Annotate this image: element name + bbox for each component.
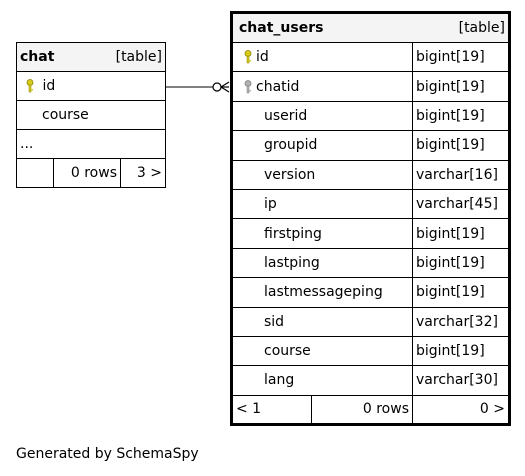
chat-users-column-groupid[interactable]: groupid <box>264 137 318 154</box>
table-row[interactable]: lastping bigint[19] <box>231 247 510 279</box>
chat-users-column-type: bigint[19] <box>412 247 510 279</box>
chat-users-column-ip[interactable]: ip <box>264 196 277 213</box>
table-row[interactable]: course bigint[19] <box>231 335 510 367</box>
chat-table-footer: 0 rows 3 > <box>16 158 166 188</box>
chat-users-column-type: bigint[19] <box>412 277 510 308</box>
table-row[interactable]: id bigint[19] <box>231 41 510 73</box>
chat-users-column-type: bigint[19] <box>412 71 510 102</box>
chat-users-column-type: varchar[45] <box>412 188 510 220</box>
chat-users-table-kind: [table] <box>458 20 505 36</box>
table-row[interactable]: chatid bigint[19] <box>231 71 510 102</box>
table-row[interactable]: id <box>16 71 166 101</box>
chat-users-column-chatid[interactable]: chatid <box>256 78 300 95</box>
chat-users-column-id[interactable]: id <box>256 49 269 66</box>
chat-table-kind: [table] <box>115 49 162 65</box>
chat-users-column-type: varchar[32] <box>412 306 510 337</box>
table-row[interactable]: ip varchar[45] <box>231 188 510 220</box>
chat-users-column-userid[interactable]: userid <box>264 107 308 124</box>
relationship-crow-foot-bottom <box>220 86 230 93</box>
schemaspy-credit: Generated by SchemaSpy <box>16 446 199 462</box>
chat-table-name[interactable]: chat <box>20 49 55 65</box>
chat-users-column-version[interactable]: version <box>264 166 316 183</box>
chat-users-column-course[interactable]: course <box>264 343 311 360</box>
table-row[interactable]: userid bigint[19] <box>231 100 510 132</box>
table-row[interactable]: sid varchar[32] <box>231 306 510 337</box>
chat-users-column-lastmessageping[interactable]: lastmessageping <box>264 284 383 301</box>
table-row: ... <box>16 129 166 159</box>
chat-users-table[interactable]: chat_users [table] id bigint[19] chatid big… <box>230 11 511 427</box>
relationship-zero-marker <box>212 82 222 92</box>
chat-users-footer-rows: 0 rows <box>311 394 413 426</box>
chat-column-course[interactable]: course <box>42 107 89 123</box>
table-row[interactable]: lang varchar[30] <box>231 365 510 396</box>
table-row[interactable]: course <box>16 100 166 130</box>
foreign-key-icon <box>243 79 253 95</box>
table-row[interactable]: firstping bigint[19] <box>231 218 510 249</box>
primary-key-icon <box>25 78 39 94</box>
chat-users-column-lang[interactable]: lang <box>264 372 295 389</box>
table-row[interactable]: lastmessageping bigint[19] <box>231 277 510 308</box>
chat-footer-parents <box>16 158 54 188</box>
chat-table-header: chat [table] <box>16 42 166 72</box>
chat-table[interactable]: chat [table] id course ... 0 rows 3 > <box>16 42 166 188</box>
chat-users-column-type: bigint[19] <box>412 130 510 161</box>
chat-users-footer-children[interactable]: 0 > <box>412 394 510 426</box>
chat-users-column-type: bigint[19] <box>412 41 510 73</box>
chat-users-table-name[interactable]: chat_users <box>239 20 324 36</box>
chat-users-column-type: varchar[16] <box>412 159 510 190</box>
chat-ellipsis: ... <box>20 136 34 152</box>
relationship-crow-foot-top <box>220 81 230 88</box>
table-row[interactable]: groupid bigint[19] <box>231 130 510 161</box>
chat-footer-children[interactable]: 3 > <box>120 158 166 188</box>
chat-users-table-footer: < 1 0 rows 0 > <box>231 394 510 426</box>
chat-users-column-firstping[interactable]: firstping <box>264 225 322 242</box>
chat-column-id[interactable]: id <box>42 78 56 94</box>
table-row[interactable]: version varchar[16] <box>231 159 510 190</box>
chat-users-column-type: varchar[30] <box>412 365 510 396</box>
chat-users-column-type: bigint[19] <box>412 335 510 367</box>
chat-users-column-type: bigint[19] <box>412 100 510 132</box>
chat-footer-rows: 0 rows <box>53 158 121 188</box>
primary-key-icon <box>243 49 253 65</box>
chat-users-column-sid[interactable]: sid <box>264 313 285 330</box>
chat-users-column-type: bigint[19] <box>412 218 510 249</box>
chat-users-table-header: chat_users [table] <box>231 12 510 43</box>
chat-users-column-lastping[interactable]: lastping <box>264 254 320 271</box>
chat-users-footer-parents[interactable]: < 1 <box>231 394 312 426</box>
